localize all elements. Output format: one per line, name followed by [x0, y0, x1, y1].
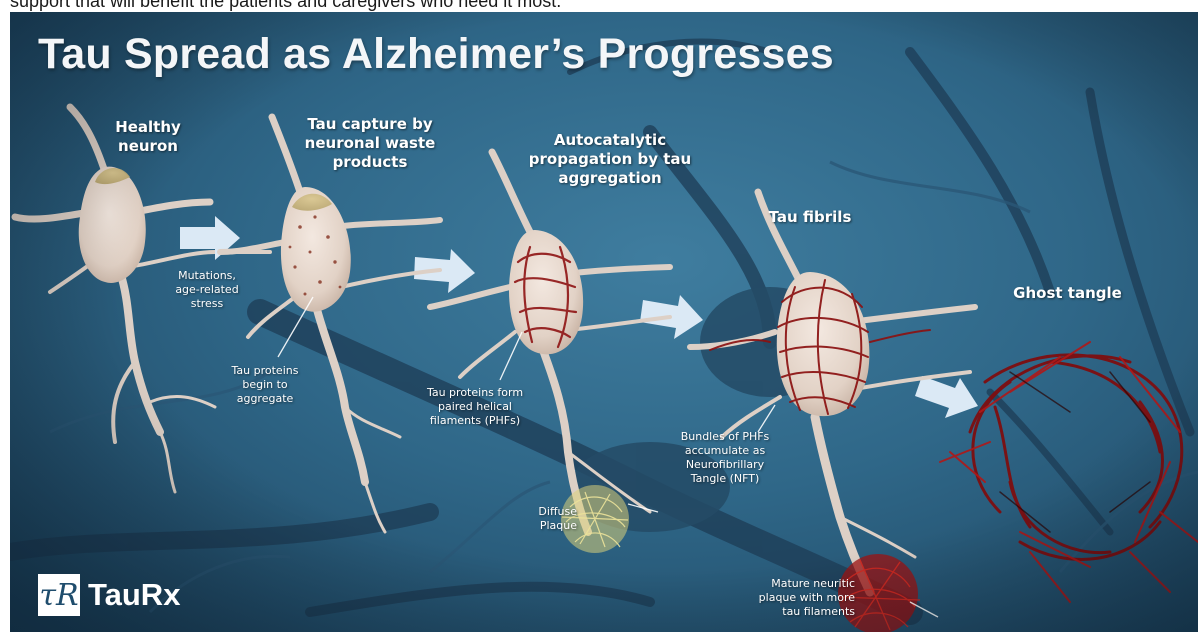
- stage-label-ghost-tangle: Ghost tangle: [995, 284, 1140, 303]
- note-mutations: Mutations, age-related stress: [162, 269, 252, 311]
- taurx-logo: τR TauRx: [38, 574, 180, 616]
- slide-title: Tau Spread as Alzheimer’s Progresses: [38, 30, 834, 79]
- taurx-logo-text: TauRx: [88, 577, 180, 613]
- caption-text: support that will benefit the patients a…: [10, 0, 561, 11]
- stage-label-autocatalytic: Autocatalytic propagation by tau aggrega…: [525, 131, 695, 188]
- note-phf: Tau proteins form paired helical filamen…: [410, 386, 540, 428]
- stage-label-tau-fibrils: Tau fibrils: [745, 208, 875, 227]
- caption-strip: support that will benefit the patients a…: [0, 0, 1200, 12]
- note-nft: Bundles of PHFs accumulate as Neurofibri…: [665, 430, 785, 486]
- note-diffuse-plaque: Diffuse Plaque: [522, 505, 577, 533]
- diagram-artwork: [10, 12, 1198, 632]
- stage-label-healthy: Healthy neuron: [98, 118, 198, 156]
- taurx-logo-mark: τR: [38, 574, 80, 616]
- note-tau-begin: Tau proteins begin to aggregate: [215, 364, 315, 406]
- slide-image: Tau Spread as Alzheimer’s Progresses Hea…: [10, 12, 1198, 632]
- stage-label-tau-capture: Tau capture by neuronal waste products: [295, 115, 445, 172]
- note-neuritic-plaque: Mature neuritic plaque with more tau fil…: [705, 577, 855, 619]
